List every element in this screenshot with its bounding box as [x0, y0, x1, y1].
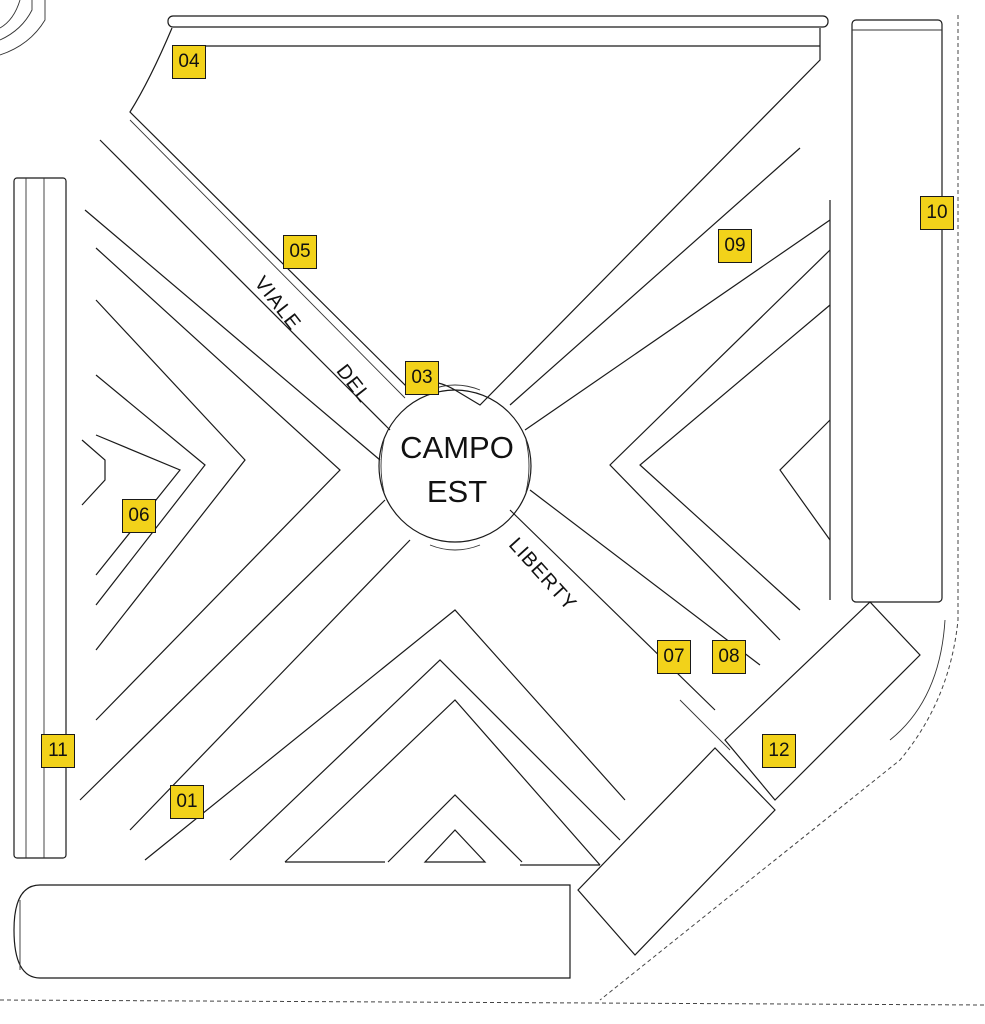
center-label-est: EST: [426, 474, 488, 509]
east-chevrons: [609, 200, 831, 641]
marker-08[interactable]: 08: [712, 640, 746, 674]
south-building: [0, 884, 985, 1006]
marker-04[interactable]: 04: [172, 45, 206, 79]
south-chevrons: [144, 609, 626, 866]
marker-05[interactable]: 05: [283, 235, 317, 269]
southeast-blocks: [577, 601, 921, 956]
corner-structure: [0, 0, 46, 56]
center-label-campo: CAMPO: [400, 430, 514, 465]
marker-06[interactable]: 06: [122, 499, 156, 533]
north-field: [129, 27, 821, 406]
diagonal-roads: [79, 139, 831, 831]
marker-01[interactable]: 01: [170, 785, 204, 819]
marker-10[interactable]: 10: [920, 196, 954, 230]
east-building: [599, 15, 959, 1001]
roundabout: [378, 384, 532, 551]
marker-09[interactable]: 09: [718, 229, 752, 263]
marker-11[interactable]: 11: [41, 734, 75, 768]
marker-12[interactable]: 12: [762, 734, 796, 768]
top-curb: [167, 15, 829, 47]
west-chevrons: [81, 247, 341, 721]
marker-07[interactable]: 07: [657, 640, 691, 674]
marker-03[interactable]: 03: [405, 361, 439, 395]
